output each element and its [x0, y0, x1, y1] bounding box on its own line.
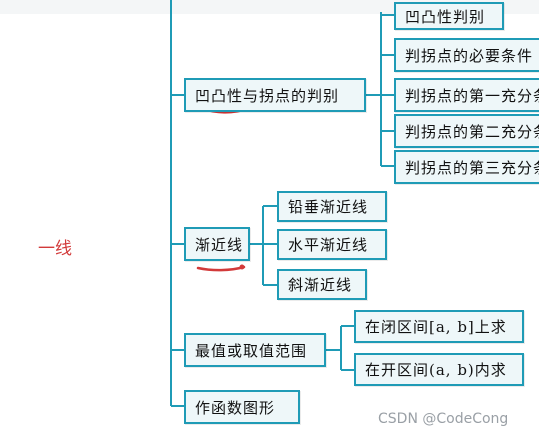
node-horizontal-asymptote: 水平渐近线: [277, 229, 387, 260]
node-inflection-first: 判拐点的第一充分条件: [394, 78, 539, 112]
node-concavity: 凹凸性与拐点的判别: [184, 78, 366, 112]
handwritten-note: 一线: [38, 239, 72, 259]
node-inflection-third: 判拐点的第三充分条件: [394, 150, 539, 184]
node-concavity-criterion: 凹凸性判别: [394, 2, 504, 30]
node-closed-interval: 在闭区间[a, b]上求: [354, 310, 524, 343]
red-dot-mark: [239, 264, 245, 270]
red-underline-asymptote: [196, 265, 246, 272]
watermark: CSDN @CodeCong: [378, 411, 509, 427]
node-plot-function: 作函数图形: [184, 390, 300, 424]
node-extremum-range: 最值或取值范围: [184, 333, 326, 367]
node-open-interval: 在开区间(a, b)内求: [354, 353, 524, 386]
node-oblique-asymptote: 斜渐近线: [277, 269, 367, 300]
node-asymptote: 渐近线: [184, 227, 250, 261]
node-inflection-second: 判拐点的第二充分条件: [394, 114, 539, 148]
node-vertical-asymptote: 铅垂渐近线: [277, 191, 387, 222]
node-inflection-necessary: 判拐点的必要条件: [394, 38, 539, 72]
